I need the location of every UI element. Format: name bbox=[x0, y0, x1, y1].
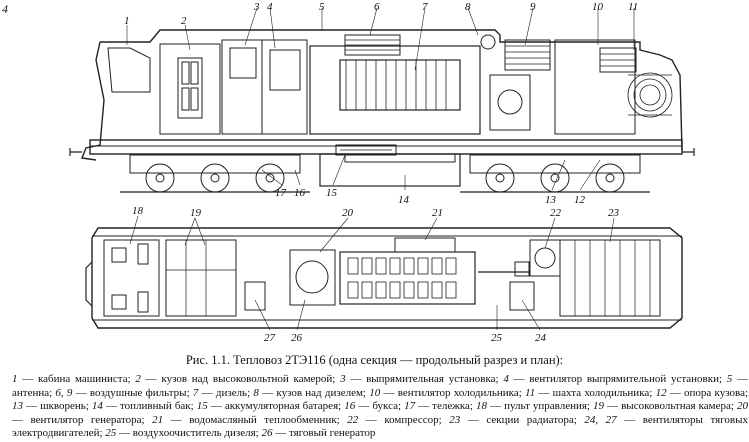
legend-text: — пульт управления; bbox=[486, 400, 594, 413]
callout-20: 20 bbox=[342, 207, 354, 219]
legend-number: 22 bbox=[347, 413, 359, 426]
legend-number: 1 bbox=[12, 373, 18, 385]
callout-18: 18 bbox=[132, 205, 144, 217]
callout-17: 17 bbox=[275, 187, 287, 199]
legend-text: — шахта холодильника; bbox=[535, 386, 656, 399]
legend-text: — букса; bbox=[355, 400, 405, 413]
callout-24: 24 bbox=[535, 332, 547, 344]
side-section-view bbox=[69, 29, 695, 193]
legend-number: 8 bbox=[253, 386, 259, 399]
callout-15: 15 bbox=[326, 187, 338, 199]
legend-number: 14 bbox=[91, 400, 103, 413]
callout-25: 25 bbox=[491, 332, 503, 344]
legend-number: 2 bbox=[135, 373, 141, 385]
callout-2: 2 bbox=[181, 15, 187, 27]
legend-text: — шкворень; bbox=[23, 400, 92, 413]
legend-text: — опора кузова; bbox=[666, 386, 749, 399]
callout-13: 13 bbox=[545, 194, 557, 206]
legend-number: 21 bbox=[152, 413, 164, 426]
legend-text: — вентилятор холодильника; bbox=[380, 386, 525, 399]
legend-text: — секции радиатора; bbox=[460, 413, 585, 426]
legend-text: — кузов над дизелем; bbox=[258, 386, 370, 399]
legend-number: 18 bbox=[475, 400, 487, 413]
legend-text: — воздухоочиститель дизеля; bbox=[116, 427, 262, 440]
callout-4: 4 bbox=[267, 1, 273, 13]
legend-text: — компрессор; bbox=[358, 413, 450, 426]
legend-number: 25 bbox=[105, 427, 117, 440]
legend-text: — высоковольтная камера; bbox=[604, 400, 737, 413]
legend-number: 16 bbox=[344, 400, 356, 413]
plan-view bbox=[85, 227, 683, 329]
legend-text: — антенна; bbox=[12, 373, 748, 399]
legend-text: — аккумуляторная батарея; bbox=[207, 400, 345, 413]
callout-22: 22 bbox=[550, 207, 562, 219]
legend-text: — вентилятор выпрямительной установки; bbox=[508, 373, 727, 385]
legend-number: 15 bbox=[196, 400, 208, 413]
legend-number: 7 bbox=[192, 386, 199, 399]
locomotive-figure bbox=[69, 7, 695, 331]
callout-7: 7 bbox=[422, 1, 428, 13]
callout-10: 10 bbox=[592, 1, 604, 13]
callout-5: 5 bbox=[319, 1, 325, 13]
callout-9: 9 bbox=[530, 1, 536, 13]
callout-1: 1 bbox=[124, 15, 130, 27]
legend-number: 10 bbox=[369, 386, 381, 399]
legend-text: — топливный бак; bbox=[102, 400, 197, 413]
bogie-left bbox=[120, 154, 310, 193]
legend-number: 20 bbox=[737, 400, 748, 413]
legend-number: 6, 9 bbox=[55, 386, 73, 399]
legend-text: — дизель; bbox=[198, 386, 254, 399]
legend-text: — кабина машиниста; bbox=[17, 373, 136, 385]
figure-caption: Рис. 1.1. Тепловоз 2ТЭ116 (одна секция —… bbox=[185, 353, 564, 367]
callout-14: 14 bbox=[398, 194, 410, 206]
legend-text: — тележка; bbox=[415, 400, 476, 413]
callout-8: 8 bbox=[465, 1, 471, 13]
legend-text: — вентилятор генератора; bbox=[12, 413, 153, 426]
legend-number: 24, 27 bbox=[584, 413, 617, 426]
legend-text: — воздушные фильтры; bbox=[72, 386, 193, 399]
legend-text: — кузов над высоковольтной камерой; bbox=[140, 373, 341, 385]
legend-number: 12 bbox=[655, 386, 667, 399]
callout-11: 11 bbox=[628, 1, 638, 13]
legend-number: 4 bbox=[503, 373, 509, 385]
callout-19: 19 bbox=[190, 207, 202, 219]
callout-layer: 1 2 3 4 5 6 7 8 9 10 11 17 16 15 14 13 1… bbox=[124, 1, 638, 344]
callout-16: 16 bbox=[294, 187, 306, 199]
legend-number: 3 bbox=[340, 373, 346, 385]
legend-number: 5 bbox=[726, 373, 733, 385]
legend-text: — вентиляторы тяговых электродвигателей; bbox=[12, 413, 749, 440]
legend-number: 17 bbox=[404, 400, 416, 413]
callout-26: 26 bbox=[291, 332, 303, 344]
legend-number: 19 bbox=[593, 400, 605, 413]
callout-12: 12 bbox=[574, 194, 586, 206]
bogie-right bbox=[460, 154, 650, 193]
page-number: 4 bbox=[2, 2, 8, 16]
legend-number: 13 bbox=[12, 400, 23, 413]
callout-6: 6 bbox=[374, 1, 380, 13]
legend-text: — водомасляный теплообменник; bbox=[163, 413, 348, 426]
callout-3: 3 bbox=[253, 1, 260, 13]
legend-number: 26 bbox=[261, 427, 273, 440]
callout-23: 23 bbox=[608, 207, 620, 219]
legend-number: 11 bbox=[525, 386, 536, 399]
callout-21: 21 bbox=[432, 207, 443, 219]
callout-27: 27 bbox=[264, 332, 276, 344]
figure-legend: 1 — кабина машиниста; 2 — кузов над высо… bbox=[12, 373, 748, 441]
legend-text: — тяговый генератор bbox=[272, 427, 376, 440]
legend-number: 23 bbox=[449, 413, 461, 426]
legend-text: — выпрямительная установка; bbox=[345, 373, 504, 385]
